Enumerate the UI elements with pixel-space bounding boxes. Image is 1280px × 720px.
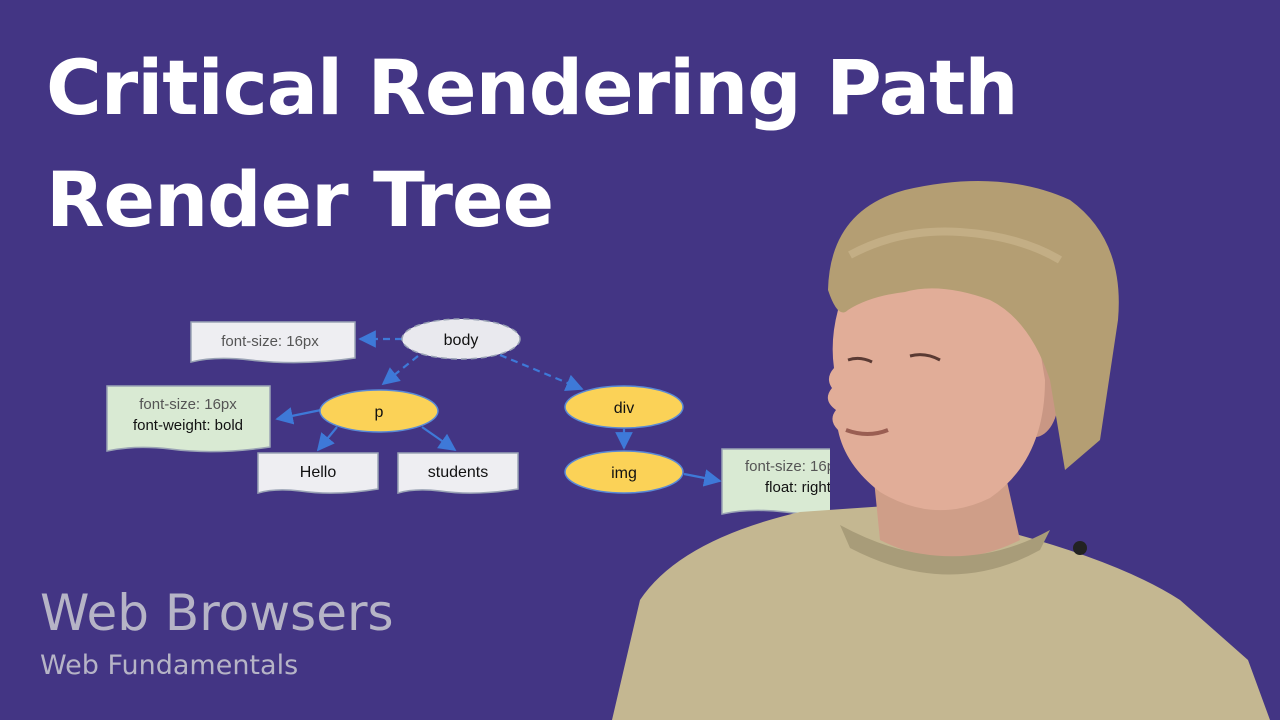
div-node: div	[564, 385, 684, 429]
presenter-face	[827, 244, 1045, 511]
edge-img-style	[683, 469, 722, 487]
p-node-label: p	[375, 404, 384, 421]
body-node-label: body	[444, 332, 479, 349]
edge-p-hello	[316, 426, 338, 452]
students-text: students	[428, 464, 488, 481]
students-text-box: students	[397, 452, 519, 495]
body-node: body	[401, 318, 521, 360]
body-font-size-text: font-size: 16px	[221, 333, 319, 350]
p-font-size-text: font-size: 16px	[139, 396, 237, 413]
diagram-edges	[275, 330, 722, 487]
img-style-box: font-size: 16px float: right	[721, 448, 843, 516]
edge-body-div	[499, 353, 584, 392]
edge-p-students	[421, 426, 457, 452]
p-node: p	[319, 389, 439, 433]
img-font-size-text: font-size: 16px	[745, 458, 843, 475]
body-style-box: font-size: 16px	[190, 321, 356, 364]
edge-p-style	[275, 407, 322, 425]
series-title: Web Browsers	[40, 584, 394, 642]
img-node-label: img	[611, 465, 637, 482]
img-float-text: float: right	[765, 479, 832, 496]
hello-text: Hello	[300, 464, 337, 481]
img-node: img	[564, 450, 684, 494]
microphone-icon	[1073, 541, 1087, 555]
edge-body-p	[381, 355, 419, 386]
hello-text-box: Hello	[257, 452, 379, 495]
sub-title: Render Tree	[46, 155, 554, 244]
p-font-weight-text: font-weight: bold	[133, 417, 243, 434]
main-title: Critical Rendering Path	[46, 43, 1019, 132]
div-node-label: div	[614, 400, 634, 417]
series-subtitle: Web Fundamentals	[40, 650, 299, 681]
presenter-shirt	[612, 505, 1270, 720]
p-style-box: font-size: 16px font-weight: bold	[106, 385, 271, 453]
